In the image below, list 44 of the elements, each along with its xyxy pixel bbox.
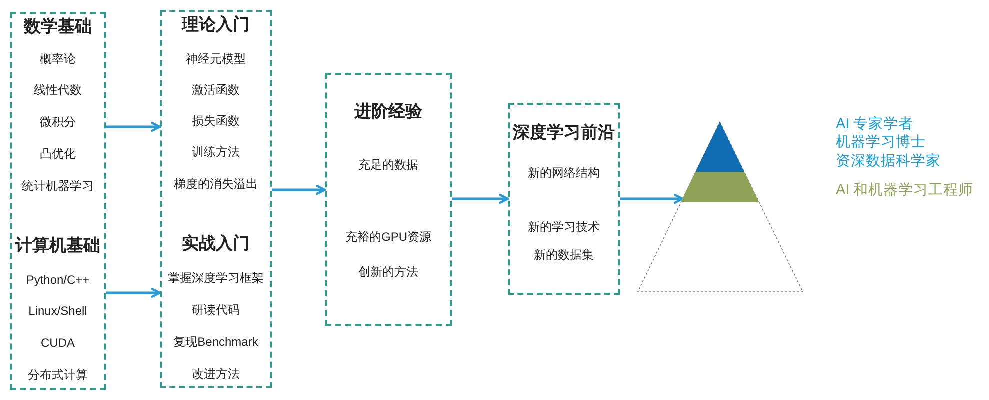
arrow	[272, 184, 326, 196]
dashed-panel	[10, 12, 106, 390]
list-item: Linux/Shell	[28, 304, 88, 318]
list-item: 复现Benchmark	[172, 334, 260, 348]
dashed-panel	[325, 73, 452, 326]
list-item: 新的数据集	[533, 248, 595, 262]
section-heading: 深度学习前沿	[512, 122, 616, 142]
list-item: 新的网络结构	[527, 166, 601, 180]
tier-label: AI 专家学者	[836, 116, 914, 134]
tier-label: 资深数据科学家	[836, 154, 941, 170]
section-heading: 数学基础	[22, 16, 93, 36]
tier-label: 机器学习博士	[836, 134, 926, 152]
pyramid-drawing	[638, 120, 804, 294]
tier-label: AI 和机器学习工程师	[836, 182, 974, 200]
list-item: 创新的方法	[358, 264, 420, 278]
section-heading: 进阶经验	[353, 102, 424, 122]
arrow	[106, 122, 162, 132]
list-item: 微积分	[39, 114, 77, 128]
list-item: 线性代数	[33, 82, 83, 96]
list-item: 梯度的消失溢出	[173, 176, 259, 190]
list-item: 神经元模型	[185, 52, 247, 66]
section-heading: 计算机基础	[14, 236, 102, 256]
arrow	[106, 288, 162, 298]
section-heading: 实战入门	[181, 234, 251, 254]
list-item: 研读代码	[191, 302, 241, 316]
section-heading: 理论入门	[180, 14, 251, 34]
list-item: 概率论	[39, 52, 77, 66]
list-item: 充足的数据	[358, 158, 420, 172]
list-item: 改进方法	[191, 366, 241, 380]
list-item: 分布式计算	[27, 368, 89, 382]
arrow	[620, 194, 684, 204]
list-item: 新的学习技术	[527, 220, 601, 234]
list-item: 掌握深度学习框架	[167, 270, 265, 284]
list-item: CUDA	[40, 336, 76, 350]
list-item: 训练方法	[191, 144, 241, 158]
list-item: 激活函数	[191, 82, 241, 96]
dashed-panel	[160, 10, 272, 388]
list-item: Python/C++	[25, 272, 91, 286]
list-item: 充裕的GPU资源	[344, 230, 432, 244]
list-item: 凸优化	[39, 146, 77, 160]
list-item: 损失函数	[191, 114, 241, 128]
arrow	[452, 194, 510, 204]
list-item: 统计机器学习	[21, 178, 95, 192]
dashed-panel	[508, 103, 620, 295]
